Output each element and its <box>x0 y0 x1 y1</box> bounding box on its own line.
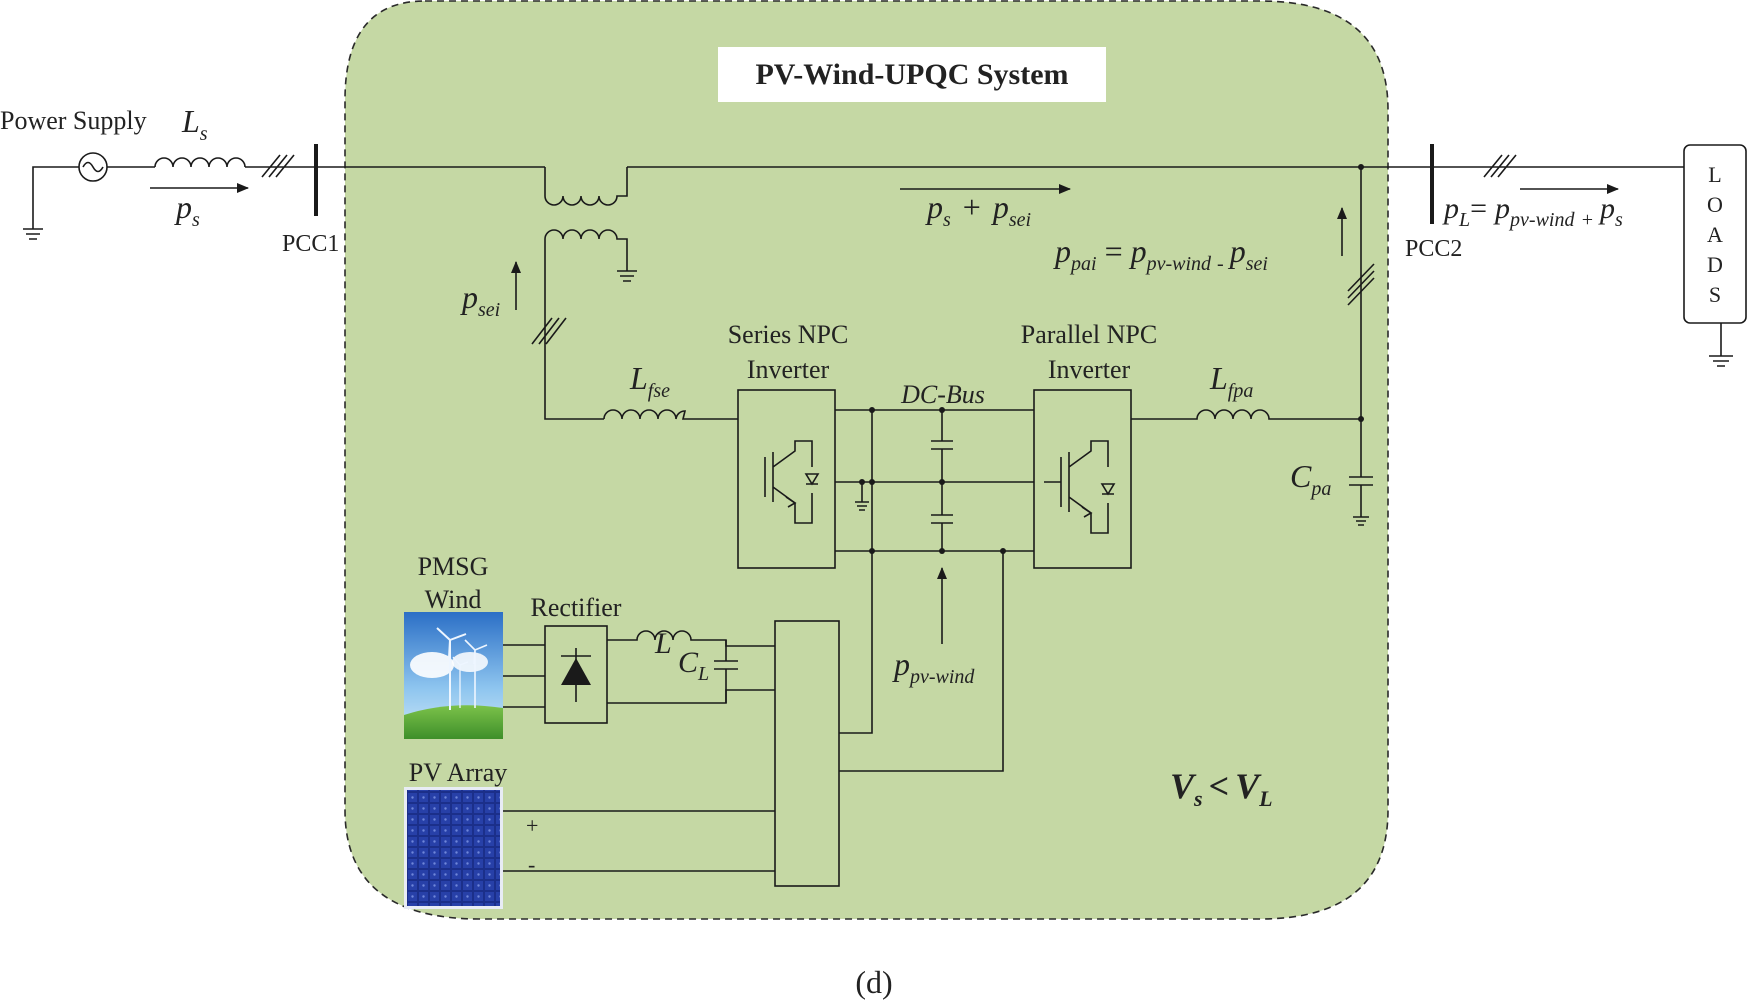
lfse-label: Lfse <box>629 360 670 402</box>
figure-caption: (d) <box>855 964 892 1000</box>
ppai-label: ppai=ppv-wind-psei <box>1053 233 1268 275</box>
pcc1-label: PCC1 <box>282 231 339 257</box>
ls-inductor-icon <box>154 157 246 168</box>
parallel-inverter-label-2: Inverter <box>1048 355 1131 384</box>
loads-letter: O <box>1707 192 1723 217</box>
wind-turbine-image <box>404 612 503 739</box>
main-flow-label: ps+psei <box>925 189 1031 231</box>
parallel-inverter-label-1: Parallel NPC <box>1021 320 1158 349</box>
parallel-igbt-icon <box>1044 440 1116 534</box>
load-flow-label: pL=ppv-wind+ps <box>1442 192 1623 231</box>
lfse-inductor-icon <box>603 409 738 420</box>
l-label: L <box>654 627 672 660</box>
series-inverter-label-1: Series NPC <box>728 320 849 349</box>
title-box <box>718 47 1106 102</box>
dc-combiner-box <box>774 620 840 887</box>
loads-letter: L <box>1708 162 1721 187</box>
pv-array-label: PV Array <box>409 758 507 787</box>
series-igbt-icon <box>764 440 820 524</box>
ppv-wind-label: ppv-wind <box>892 646 975 688</box>
series-transformer-icon <box>544 167 628 206</box>
lfpa-label: Lfpa <box>1209 360 1253 402</box>
psei-label: psei <box>460 279 500 321</box>
dc-capacitor-icon <box>931 410 953 551</box>
loads-letter: D <box>1707 252 1723 277</box>
ground-symbol <box>23 228 43 240</box>
parallel-inverter-box <box>1033 389 1132 569</box>
title: PV-Wind-UPQC System <box>755 58 1068 91</box>
lfpa-inductor-icon <box>1131 409 1361 420</box>
ls-label: Ls <box>181 103 208 145</box>
ps-label: ps <box>174 189 200 231</box>
l-inductor-icon <box>607 630 775 647</box>
rectifier-label: Rectifier <box>531 593 622 622</box>
pmsg-label-2: Wind <box>425 585 482 614</box>
pmsg-label-1: PMSG <box>418 552 489 581</box>
pv-plus-label: + <box>526 813 538 838</box>
loads-letter: S <box>1709 282 1721 307</box>
power-supply-label: Power Supply <box>0 106 147 135</box>
voltage-condition: Vs<VL <box>1170 766 1273 811</box>
pv-minus-label: - <box>528 852 535 877</box>
series-inverter-box <box>737 389 836 569</box>
series-inverter-label-2: Inverter <box>747 355 830 384</box>
cl-label: CL <box>678 646 709 685</box>
loads-letter: A <box>1707 222 1723 247</box>
diode-icon <box>561 648 591 702</box>
pcc2-label: PCC2 <box>1405 236 1462 262</box>
dc-bus-label: DC-Bus <box>900 380 985 409</box>
cl-capacitor-icon <box>714 640 738 703</box>
pv-array-image <box>404 787 503 909</box>
shunt-branch <box>1349 167 1373 526</box>
source-ground-wire <box>32 166 80 229</box>
loads-box <box>1683 144 1747 324</box>
cpa-label: Cpa <box>1290 458 1331 500</box>
